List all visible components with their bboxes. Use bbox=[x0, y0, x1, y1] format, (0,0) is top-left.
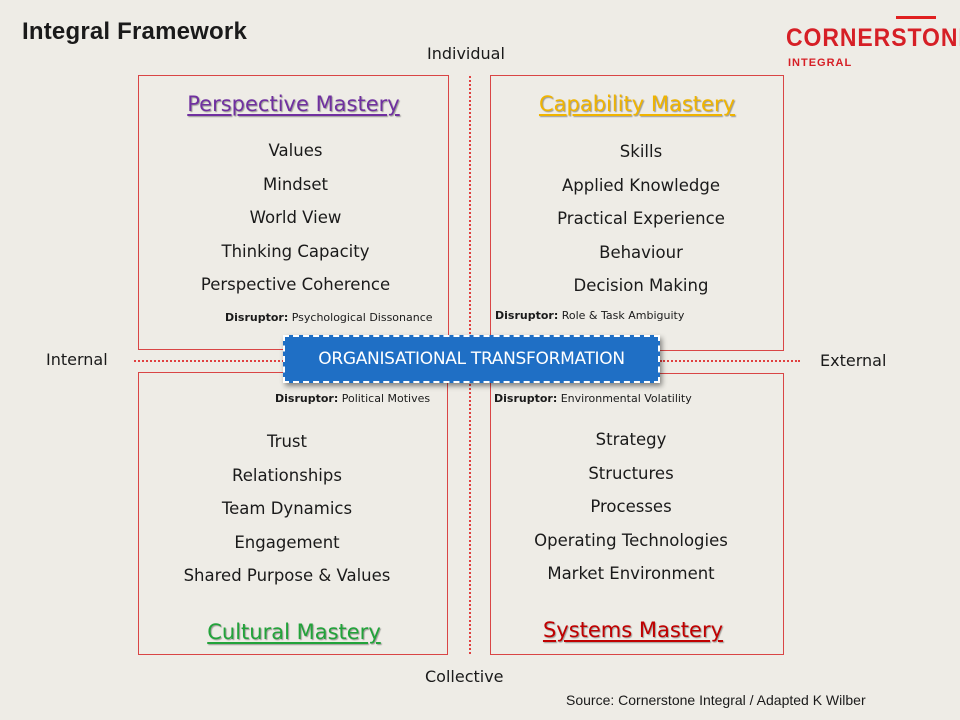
quadrant-items-cultural: Trust Relationships Team Dynamics Engage… bbox=[133, 425, 441, 593]
disruptor-systems: Disruptor: Environmental Volatility bbox=[494, 392, 692, 405]
list-item: Relationships bbox=[232, 465, 342, 485]
list-item: Operating Technologies bbox=[534, 530, 728, 550]
center-label-box: ORGANISATIONAL TRANSFORMATION bbox=[283, 335, 660, 383]
source-caption: Source: Cornerstone Integral / Adapted K… bbox=[566, 692, 866, 708]
quadrant-systems-mastery: Disruptor: Environmental Volatility Stra… bbox=[490, 373, 784, 655]
list-item: Engagement bbox=[234, 532, 340, 552]
horizontal-axis-line-left bbox=[134, 360, 284, 362]
logo-accent-bar bbox=[896, 16, 936, 19]
list-item: Trust bbox=[267, 432, 307, 451]
quadrant-items-capability: Skills Applied Knowledge Practical Exper… bbox=[495, 135, 787, 303]
disruptor-label: Disruptor: bbox=[275, 392, 339, 405]
disruptor-text: Psychological Dissonance bbox=[291, 311, 433, 324]
disruptor-label: Disruptor: bbox=[494, 392, 558, 405]
quadrant-items-systems: Strategy Structures Processes Operating … bbox=[485, 423, 777, 591]
list-item: Market Environment bbox=[547, 564, 715, 583]
list-item: Structures bbox=[588, 463, 674, 483]
quadrant-title-cultural: Cultural Mastery bbox=[207, 620, 381, 644]
list-item: Processes bbox=[590, 497, 672, 516]
list-item: Practical Experience bbox=[557, 209, 725, 228]
list-item: Decision Making bbox=[573, 276, 709, 295]
list-item: Behaviour bbox=[599, 242, 683, 262]
logo-name: CORNERSTONE bbox=[786, 24, 960, 52]
list-item: Strategy bbox=[595, 430, 667, 449]
list-item: Mindset bbox=[263, 174, 328, 194]
quadrant-title-perspective: Perspective Mastery bbox=[187, 92, 400, 116]
horizontal-axis-line-right bbox=[660, 360, 800, 362]
quadrant-perspective-mastery: Perspective Mastery Values Mindset World… bbox=[138, 75, 449, 350]
list-item: Team Dynamics bbox=[221, 499, 353, 518]
axis-label-left: Internal bbox=[46, 350, 108, 369]
list-item: Thinking Capacity bbox=[221, 241, 370, 261]
axis-label-bottom: Collective bbox=[425, 667, 504, 686]
quadrant-cultural-mastery: Disruptor: Political Motives Trust Relat… bbox=[138, 372, 448, 655]
quadrant-title-systems: Systems Mastery bbox=[542, 618, 724, 642]
quadrant-items-perspective: Values Mindset World View Thinking Capac… bbox=[141, 134, 450, 302]
quadrant-capability-mastery: Capability Mastery Skills Applied Knowle… bbox=[490, 75, 784, 351]
list-item: World View bbox=[249, 208, 342, 227]
disruptor-label: Disruptor: bbox=[495, 309, 559, 322]
disruptor-perspective: Disruptor: Psychological Dissonance bbox=[225, 311, 433, 324]
quadrant-title-capability: Capability Mastery bbox=[538, 92, 736, 116]
disruptor-capability: Disruptor: Role & Task Ambiguity bbox=[495, 309, 684, 322]
list-item: Applied Knowledge bbox=[562, 175, 720, 195]
disruptor-label: Disruptor: bbox=[225, 311, 289, 324]
list-item: Shared Purpose & Values bbox=[183, 566, 391, 585]
list-item: Perspective Coherence bbox=[200, 275, 391, 294]
logo-subtitle: INTEGRAL bbox=[788, 57, 853, 69]
axis-label-right: External bbox=[820, 351, 887, 370]
list-item: Values bbox=[268, 141, 323, 160]
list-item: Skills bbox=[619, 142, 663, 161]
page-title: Integral Framework bbox=[22, 18, 248, 45]
disruptor-cultural: Disruptor: Political Motives bbox=[275, 392, 430, 405]
disruptor-text: Political Motives bbox=[341, 392, 431, 405]
disruptor-text: Environmental Volatility bbox=[560, 392, 692, 405]
axis-label-top: Individual bbox=[427, 44, 505, 63]
disruptor-text: Role & Task Ambiguity bbox=[561, 309, 685, 322]
